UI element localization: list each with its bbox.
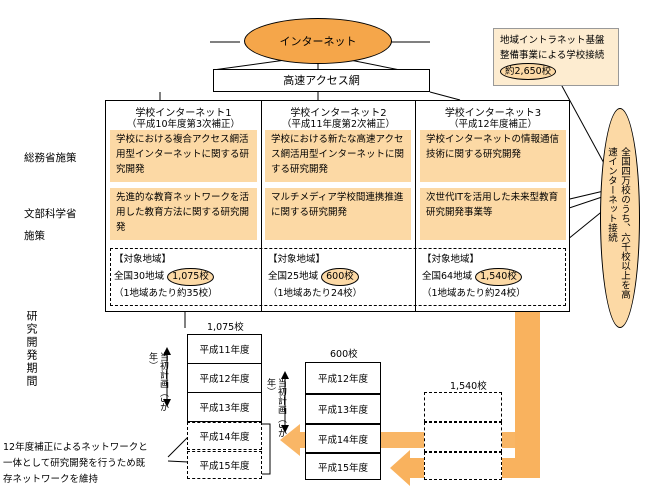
bottom-note-line3: 存ネットワークを維持	[3, 474, 99, 485]
col2-somu: 学校における新たな高速アクセス網活用型インターネットに関する研究開発	[265, 130, 411, 182]
right-oval-text: 全国四万校のうち、六千校以上を高速インターネット接続	[606, 147, 630, 299]
c2-year-14: 平成14年度	[305, 424, 381, 453]
highspeed-network-box: 高速アクセス網	[213, 69, 430, 92]
c1-total: 1,075校	[207, 322, 244, 333]
col2-target-label: 【対象地域】	[268, 254, 326, 265]
period-label: 研究開発期間	[25, 310, 38, 388]
col3-title: 学校インターネット3	[444, 108, 542, 119]
col3-target-label: 【対象地域】	[422, 254, 480, 265]
c3-cell-3	[424, 452, 502, 480]
c3-total: 1,540校	[450, 381, 487, 392]
c2-year-15: 平成15年度	[305, 453, 381, 480]
c1-year-14: 平成14年度	[187, 422, 262, 450]
row-label-somu: 総務省施策	[24, 152, 77, 164]
initial-plan-1: 当初計画（3か年）	[147, 352, 168, 412]
internet-oval: インターネット	[244, 18, 392, 64]
c3-cell-2	[424, 422, 502, 452]
col3-schools: 1,540校	[475, 268, 522, 286]
internet-label: インターネット	[279, 35, 357, 48]
col1-target: 【対象地域】 全国30地域 1,075校 （1地域あたり約35校）	[114, 252, 218, 302]
col2-schools: 600校	[321, 268, 359, 286]
regional-line1: 地域イントラネット基盤	[500, 35, 605, 46]
col3-somu: 学校インターネットの情報通信技術に関する研究開発	[420, 130, 566, 182]
col2-areas: 全国25地域	[268, 271, 319, 282]
bottom-note: 12年度補正によるネットワークと 一体として研究開発を行うため既 存ネットワーク…	[3, 440, 148, 488]
col1-schools: 1,075校	[167, 268, 214, 286]
target-regions-frame	[110, 248, 566, 306]
col3-target: 【対象地域】 全国64地域 1,540校 （1地域あたり約24校）	[422, 252, 526, 302]
col2-title: 学校インターネット2	[290, 108, 387, 119]
col2-target: 【対象地域】 全国25地域 600校 （1地域あたり24校）	[268, 252, 362, 302]
c1-year-12: 平成12年度	[187, 363, 262, 393]
col1-monbu: 先進的な教育ネットワークを活用した教育方法に関する研究開発	[110, 188, 257, 240]
c2-year-12: 平成12年度	[305, 362, 381, 394]
col1-per: （1地域あたり約35校）	[114, 288, 218, 299]
c2-year-13: 平成13年度	[305, 394, 381, 424]
col3-monbu: 次世代ITを活用した未来型教育研究開発事業等	[420, 188, 566, 240]
col2-monbu: マルチメディア学校間連携推進に関する研究開発	[265, 188, 411, 240]
c2-total: 600校	[330, 349, 358, 360]
c1-year-15: 平成15年度	[187, 451, 262, 479]
col2-sub: （平成11年度第2次補正）	[281, 119, 396, 130]
right-oval: 全国四万校のうち、六千校以上を高速インターネット接続	[600, 108, 640, 328]
col1-sub: （平成10年度第3次補正）	[126, 119, 241, 130]
col3-sub: （平成12年度補正）	[448, 119, 538, 130]
c3-cell-1	[424, 392, 502, 422]
col3-areas: 全国64地域	[422, 271, 473, 282]
highspeed-label: 高速アクセス網	[283, 74, 360, 87]
bottom-note-line1: 12年度補正によるネットワークと	[3, 442, 148, 453]
col2-per: （1地域あたり24校）	[268, 288, 363, 299]
col1-target-label: 【対象地域】	[114, 254, 172, 265]
row-label-monbu-1: 文部科学省	[24, 208, 77, 220]
regional-count: 約2,650校	[500, 63, 557, 80]
col1-somu: 学校における複合アクセス網活用型インターネットに関する研究開発	[110, 130, 257, 182]
regional-line2: 整備事業による学校接続	[500, 50, 605, 61]
row-label-monbu-2: 施策	[24, 230, 45, 242]
c1-year-11: 平成11年度	[187, 334, 262, 364]
c1-year-13: 平成13年度	[187, 392, 262, 422]
col1-areas: 全国30地域	[114, 271, 165, 282]
initial-plan-2: 当初計画（3か年）	[265, 378, 286, 438]
regional-intranet-box: 地域イントラネット基盤 整備事業による学校接続 約2,650校	[493, 28, 619, 86]
bottom-note-line2: 一体として研究開発を行うため既	[3, 458, 146, 469]
col3-per: （1地域あたり約24校）	[422, 288, 526, 299]
col1-title: 学校インターネット1	[135, 108, 232, 119]
